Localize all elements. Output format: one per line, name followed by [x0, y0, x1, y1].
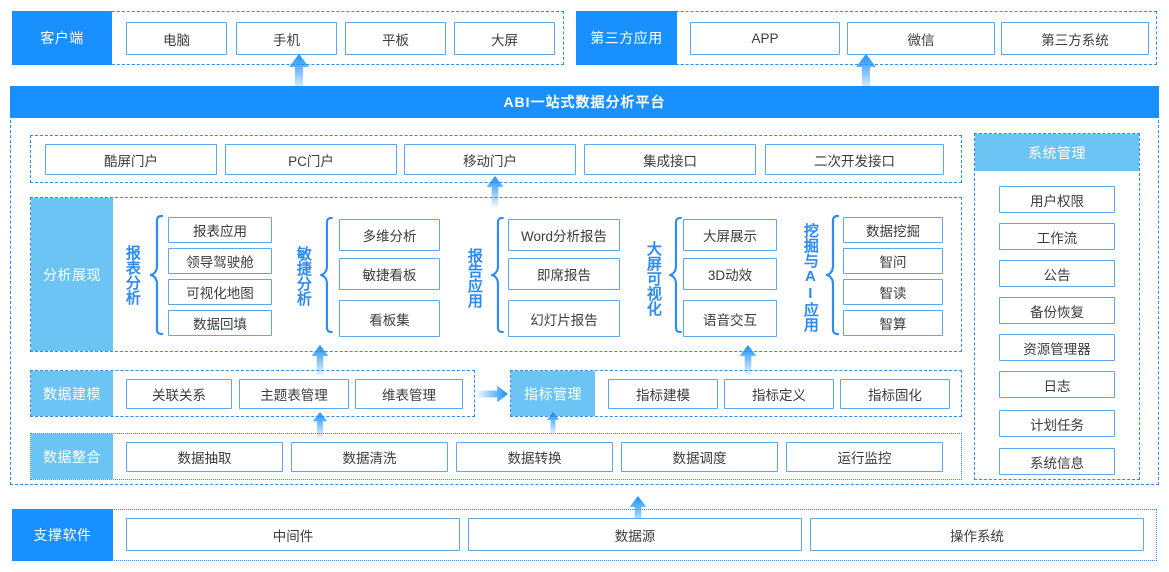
analysis-item-4-1[interactable]: 智问 [843, 248, 943, 274]
system-item-0[interactable]: 用户权限 [999, 186, 1115, 213]
analysis-item-1-1[interactable]: 敏捷看板 [339, 258, 440, 290]
arrow-up-to-thirdparty [856, 54, 876, 90]
brace-icon-1 [320, 216, 333, 334]
analysis-group-label-0: 报表分析 [123, 245, 141, 305]
analysis-item-4-0[interactable]: 数据挖掘 [843, 217, 943, 243]
portal-item-2[interactable]: 移动门户 [404, 144, 576, 175]
integration-item-1[interactable]: 数据清洗 [291, 442, 448, 472]
platform-zone [10, 120, 1159, 485]
brace-icon-4 [825, 214, 839, 336]
support-item-2[interactable]: 操作系统 [810, 518, 1144, 551]
portal-item-0[interactable]: 酷屏门户 [45, 144, 217, 175]
portal-item-3[interactable]: 集成接口 [584, 144, 756, 175]
arrow-up-indicator-to-analysis [739, 345, 757, 375]
arrow-up-integration-to-modeling [312, 412, 328, 438]
arrow-up-to-client [289, 54, 309, 90]
support-label: 支撑软件 [12, 509, 113, 561]
integration-item-4[interactable]: 运行监控 [786, 442, 943, 472]
arrow-up-modeling-to-analysis [311, 345, 329, 375]
modeling-zone [30, 370, 475, 417]
system-item-6[interactable]: 计划任务 [999, 410, 1115, 437]
portal-item-4[interactable]: 二次开发接口 [765, 144, 944, 175]
analysis-group-label-3: 大屏可视化 [644, 240, 662, 316]
analysis-item-0-1[interactable]: 领导驾驶舱 [168, 248, 272, 274]
system-item-1[interactable]: 工作流 [999, 223, 1115, 250]
client-item-2[interactable]: 平板 [345, 22, 446, 55]
integration-item-2[interactable]: 数据转换 [456, 442, 613, 472]
analysis-item-3-0[interactable]: 大屏展示 [683, 219, 777, 251]
indicator-zone [510, 370, 962, 417]
arrow-up-to-portal [486, 176, 504, 206]
analysis-item-4-2[interactable]: 智读 [843, 279, 943, 305]
analysis-group-label-4: 挖掘与AI应用 [801, 222, 819, 332]
portal-item-1[interactable]: PC门户 [225, 144, 397, 175]
analysis-item-4-3[interactable]: 智算 [843, 310, 943, 336]
system-item-3[interactable]: 备份恢复 [999, 297, 1115, 324]
modeling-item-2[interactable]: 维表管理 [355, 379, 463, 409]
integration-zone [30, 433, 962, 480]
system-item-7[interactable]: 系统信息 [999, 448, 1115, 475]
system-zone [974, 133, 1140, 480]
arrow-right-to-indicator [478, 385, 508, 403]
system-item-5[interactable]: 日志 [999, 371, 1115, 398]
modeling-item-0[interactable]: 关联关系 [126, 379, 232, 409]
analysis-item-3-1[interactable]: 3D动效 [683, 258, 777, 290]
integration-item-0[interactable]: 数据抽取 [126, 442, 283, 472]
thirdparty-label: 第三方应用 [576, 11, 677, 65]
analysis-group-label-2: 报告应用 [465, 248, 483, 308]
brace-icon-0 [149, 214, 163, 336]
analysis-item-2-2[interactable]: 幻灯片报告 [508, 300, 620, 337]
analysis-label: 分析展现 [31, 198, 113, 351]
analysis-item-1-0[interactable]: 多维分析 [339, 219, 440, 251]
analysis-group-label-1: 敏捷分析 [294, 246, 312, 306]
client-item-0[interactable]: 电脑 [126, 22, 227, 55]
integration-item-3[interactable]: 数据调度 [621, 442, 778, 472]
modeling-item-1[interactable]: 主题表管理 [239, 379, 349, 409]
analysis-item-2-0[interactable]: Word分析报告 [508, 219, 620, 251]
indicator-item-0[interactable]: 指标建模 [608, 379, 718, 409]
integration-label: 数据整合 [31, 434, 113, 479]
client-item-3[interactable]: 大屏 [454, 22, 555, 55]
brace-icon-3 [669, 216, 682, 334]
support-item-1[interactable]: 数据源 [468, 518, 802, 551]
brace-icon-2 [491, 216, 504, 334]
indicator-label: 指标管理 [511, 371, 595, 416]
analysis-item-2-1[interactable]: 即席报告 [508, 258, 620, 290]
thirdparty-item-1[interactable]: 微信 [847, 22, 995, 55]
system-item-4[interactable]: 资源管理器 [999, 334, 1115, 361]
analysis-item-1-2[interactable]: 看板集 [339, 300, 440, 337]
arrow-up-support-to-platform [629, 496, 647, 526]
system-label: 系统管理 [975, 134, 1139, 171]
analysis-item-3-2[interactable]: 语音交互 [683, 300, 777, 337]
system-item-2[interactable]: 公告 [999, 260, 1115, 287]
analysis-item-0-0[interactable]: 报表应用 [168, 217, 272, 243]
thirdparty-item-0[interactable]: APP [690, 22, 840, 55]
analysis-zone [30, 197, 962, 352]
analysis-item-0-2[interactable]: 可视化地图 [168, 279, 272, 305]
platform-title-bar: ABI一站式数据分析平台 [10, 86, 1159, 118]
arrow-up-integration-to-indicator [546, 412, 560, 434]
analysis-item-0-3[interactable]: 数据回填 [168, 310, 272, 336]
indicator-item-2[interactable]: 指标固化 [840, 379, 950, 409]
client-item-1[interactable]: 手机 [236, 22, 337, 55]
modeling-label: 数据建模 [31, 371, 113, 416]
client-label: 客户端 [12, 11, 112, 65]
support-item-0[interactable]: 中间件 [126, 518, 460, 551]
indicator-item-1[interactable]: 指标定义 [724, 379, 834, 409]
thirdparty-item-2[interactable]: 第三方系统 [1001, 22, 1149, 55]
